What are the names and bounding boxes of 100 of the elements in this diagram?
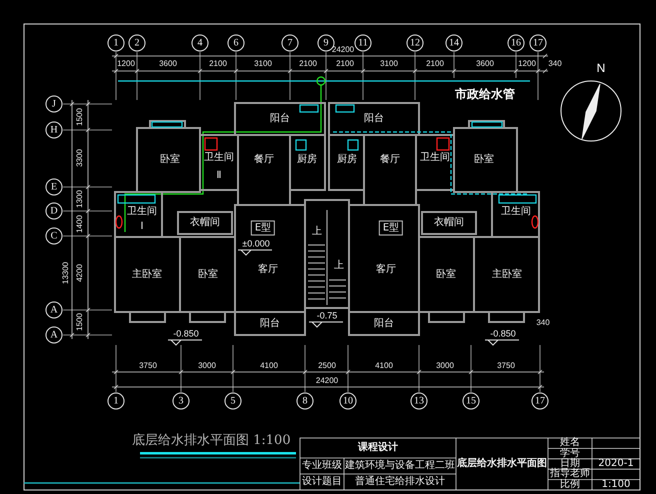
dimension-text: 340 (548, 60, 562, 68)
room-label: 卧室 (160, 155, 180, 165)
room-label: Ⅰ (140, 222, 144, 232)
axis-bubble: A (46, 302, 62, 318)
room-label: 卫生间 (127, 207, 157, 217)
room-label: 阳台 (260, 319, 280, 329)
dimension-text: 24200 (316, 377, 338, 385)
axis-bubble: E (46, 178, 62, 196)
axis-bubble: 5 (224, 392, 242, 410)
axis-bubble: 14 (446, 34, 462, 52)
dimension-text: 3000 (436, 362, 454, 370)
dimension-text: 1500 (76, 313, 84, 331)
drawing-title: 底层给水排水平面图 1:100 (132, 434, 291, 447)
table-cell-text: 学号 (559, 448, 581, 459)
elevation-text: ±0.000 (242, 240, 270, 248)
dimension-text: 1500 (76, 108, 84, 126)
table-cell-text: 1:100 (600, 480, 632, 490)
dimension-text: 4200 (76, 264, 84, 282)
table-cell-text: 日期 (560, 458, 580, 469)
room-label: 主卧室 (132, 270, 162, 280)
room-label: 阳台 (364, 114, 384, 124)
room-label: 卧室 (474, 155, 494, 165)
dimension-text: 3750 (497, 362, 515, 370)
room-label: Ⅱ (216, 171, 222, 181)
north-label: N (596, 62, 606, 74)
dimension-text: 1400 (76, 215, 84, 233)
dimension-text: 24200 (332, 46, 354, 54)
room-label: 衣帽间 (190, 218, 220, 228)
axis-bubble: 11 (354, 34, 372, 52)
room-label: 卧室 (436, 270, 456, 280)
dimension-text: 1200 (117, 60, 135, 68)
pipe-label: 市政给水管 (455, 88, 515, 100)
table-cell-text: 指导老师 (549, 469, 591, 480)
table-cell-text: 建筑环境与设备工程二班 (344, 458, 456, 473)
axis-bubble: D (46, 202, 62, 220)
axis-bubble: A (46, 326, 62, 344)
dimension-text: 3600 (159, 60, 177, 68)
room-label: 卫生间 (501, 207, 531, 217)
room-label: 客厅 (258, 265, 278, 275)
unit-type-tag: E型 (250, 220, 276, 236)
room-label: 衣帽间 (434, 218, 464, 228)
dimension-text: 4100 (375, 362, 393, 370)
dimension-text: 4100 (260, 362, 278, 370)
table-cell-text: 设计题目 (301, 474, 343, 489)
elevation-text: -0.850 (173, 330, 199, 338)
axis-bubble: 2 (128, 34, 146, 52)
table-cell-text: 底层给水排水平面图 (456, 456, 548, 471)
table-cell-text: 姓名 (559, 438, 581, 448)
dimension-text: 2500 (318, 362, 336, 370)
axis-bubble: 7 (282, 34, 298, 52)
table-cell-text: 专业班级 (301, 458, 343, 473)
room-label: 卧室 (198, 270, 218, 280)
axis-bubble: 3 (172, 392, 190, 410)
axis-bubble: 6 (228, 34, 244, 52)
dimension-text: 3100 (380, 60, 398, 68)
axis-bubble: 1 (108, 392, 124, 410)
dimension-text: 1300 (76, 190, 84, 208)
room-label: 上 (334, 261, 344, 271)
dimension-text: 13300 (62, 262, 70, 284)
room-label: 餐厅 (380, 155, 400, 165)
dimension-text: 2100 (299, 60, 317, 68)
dimension-text: 340 (536, 319, 550, 327)
axis-bubble: 13 (410, 392, 428, 410)
room-label: 卫生间 (204, 153, 234, 163)
room-label: 厨房 (297, 155, 317, 165)
axis-bubble: 1 (108, 34, 124, 52)
axis-bubble: H (46, 122, 62, 138)
room-label: 餐厅 (254, 155, 274, 165)
room-label: 卫生间 (420, 153, 450, 163)
axis-bubble: C (46, 228, 62, 244)
room-label: 厨房 (337, 155, 357, 165)
room-label: 客厅 (376, 265, 396, 275)
dimension-text: 2100 (336, 60, 354, 68)
dimension-text: 3100 (254, 60, 272, 68)
axis-bubble: 17 (530, 34, 546, 52)
unit-type-tag: E型 (378, 220, 404, 236)
elevation-text: -0.850 (490, 330, 516, 338)
elevation-text: -0.75 (316, 312, 338, 320)
axis-bubble: J (46, 96, 62, 112)
dimension-text: 3750 (139, 362, 157, 370)
axis-bubble: 8 (296, 392, 314, 410)
axis-bubble: 17 (532, 392, 548, 410)
dimension-text: 2100 (426, 60, 444, 68)
axis-bubble: 15 (462, 392, 480, 410)
axis-bubble: 16 (508, 34, 524, 52)
table-cell-text: 普通住宅给排水设计 (354, 474, 446, 489)
table-cell-text: 2020-1 (597, 458, 635, 470)
dimension-text: 3600 (476, 60, 494, 68)
axis-bubble: 4 (192, 34, 208, 52)
axis-bubble: 12 (406, 34, 424, 52)
table-cell-text: 课程设计 (356, 440, 399, 455)
axis-bubble: 10 (340, 392, 356, 410)
dimension-text: 2100 (209, 60, 227, 68)
room-label: 阳台 (270, 114, 290, 124)
dimension-text: 1200 (518, 60, 536, 68)
dimension-text: 3000 (198, 362, 216, 370)
room-label: 阳台 (374, 319, 394, 329)
room-label: 上 (312, 227, 322, 237)
room-label: 主卧室 (492, 270, 522, 280)
dimension-text: 3300 (76, 149, 84, 167)
